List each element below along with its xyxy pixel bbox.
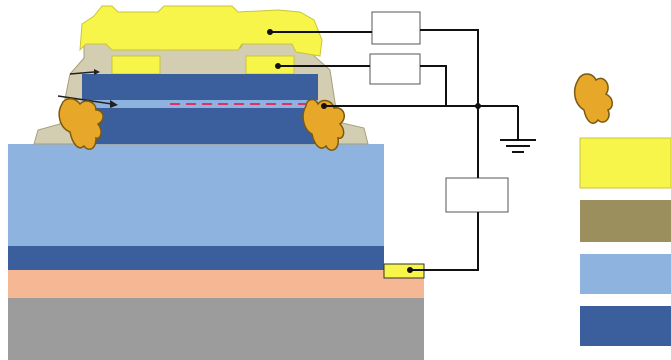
- wire-node-top: [267, 29, 273, 35]
- left-hand-icon: [58, 98, 104, 151]
- middle-box: [369, 53, 421, 85]
- substrate-layer: [8, 298, 424, 360]
- left-contact-pad: [111, 55, 161, 75]
- upper-dark-blue-ridge: [82, 74, 318, 100]
- wire-node-ridge: [321, 103, 327, 109]
- legend-swatch-dielectric: [580, 200, 671, 242]
- top-metal-contact: [79, 5, 323, 57]
- left-arrow-upper: [69, 71, 95, 75]
- legend-swatch-metal: [579, 137, 671, 189]
- legend-swatch-light-blue: [580, 254, 671, 294]
- circuit-wires: [270, 29, 519, 271]
- ground-icon: [500, 139, 536, 153]
- legend-swatch-dark-blue: [580, 306, 671, 346]
- dark-blue-bottom-layer: [8, 246, 384, 270]
- legend-hand-icon: [573, 73, 613, 124]
- middle-light-blue-strip: [82, 100, 318, 108]
- top-box: [371, 11, 421, 45]
- right-box: [445, 177, 509, 213]
- left-arrow-lower: [57, 95, 113, 105]
- peach-layer: [8, 270, 424, 298]
- wire-node-junction: [475, 103, 481, 109]
- wire-node-middle: [275, 63, 281, 69]
- light-blue-mesa-layer: [8, 144, 384, 246]
- lower-dark-blue-ridge: [82, 108, 318, 144]
- right-hand-icon: [302, 98, 345, 151]
- left-arrowhead-upper: [94, 69, 100, 75]
- left-arrowhead-lower: [110, 100, 118, 108]
- wire-node-substrate: [407, 267, 413, 273]
